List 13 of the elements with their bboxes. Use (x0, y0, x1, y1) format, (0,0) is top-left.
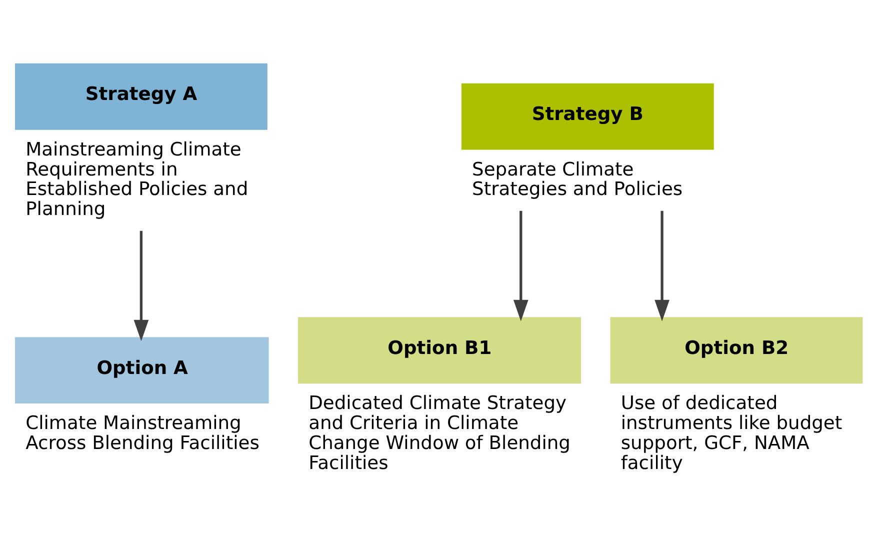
node-label: Mainstreaming Climate Requirements in Established Policies and Planning (25, 139, 248, 220)
node-label: Climate Mainstreaming Across Blending Facilities (25, 413, 259, 454)
node-box: Option A (14, 337, 268, 404)
node-label: Separate Climate Strategies and Policies (472, 159, 682, 200)
arrow (654, 210, 669, 322)
arrow (512, 210, 528, 322)
node-box: Option B1 (298, 317, 580, 384)
node-box: Strategy B (460, 83, 714, 150)
node-box: Strategy A (14, 63, 267, 130)
node-box: Option B2 (610, 317, 862, 384)
arrow (133, 230, 148, 342)
node-label: Use of dedicated instruments like budget support, GCF, NAMA facility (620, 393, 842, 474)
node-label: Dedicated Climate Strategy and Criteria in Climate Change Window of Blending Facilities (308, 393, 570, 474)
